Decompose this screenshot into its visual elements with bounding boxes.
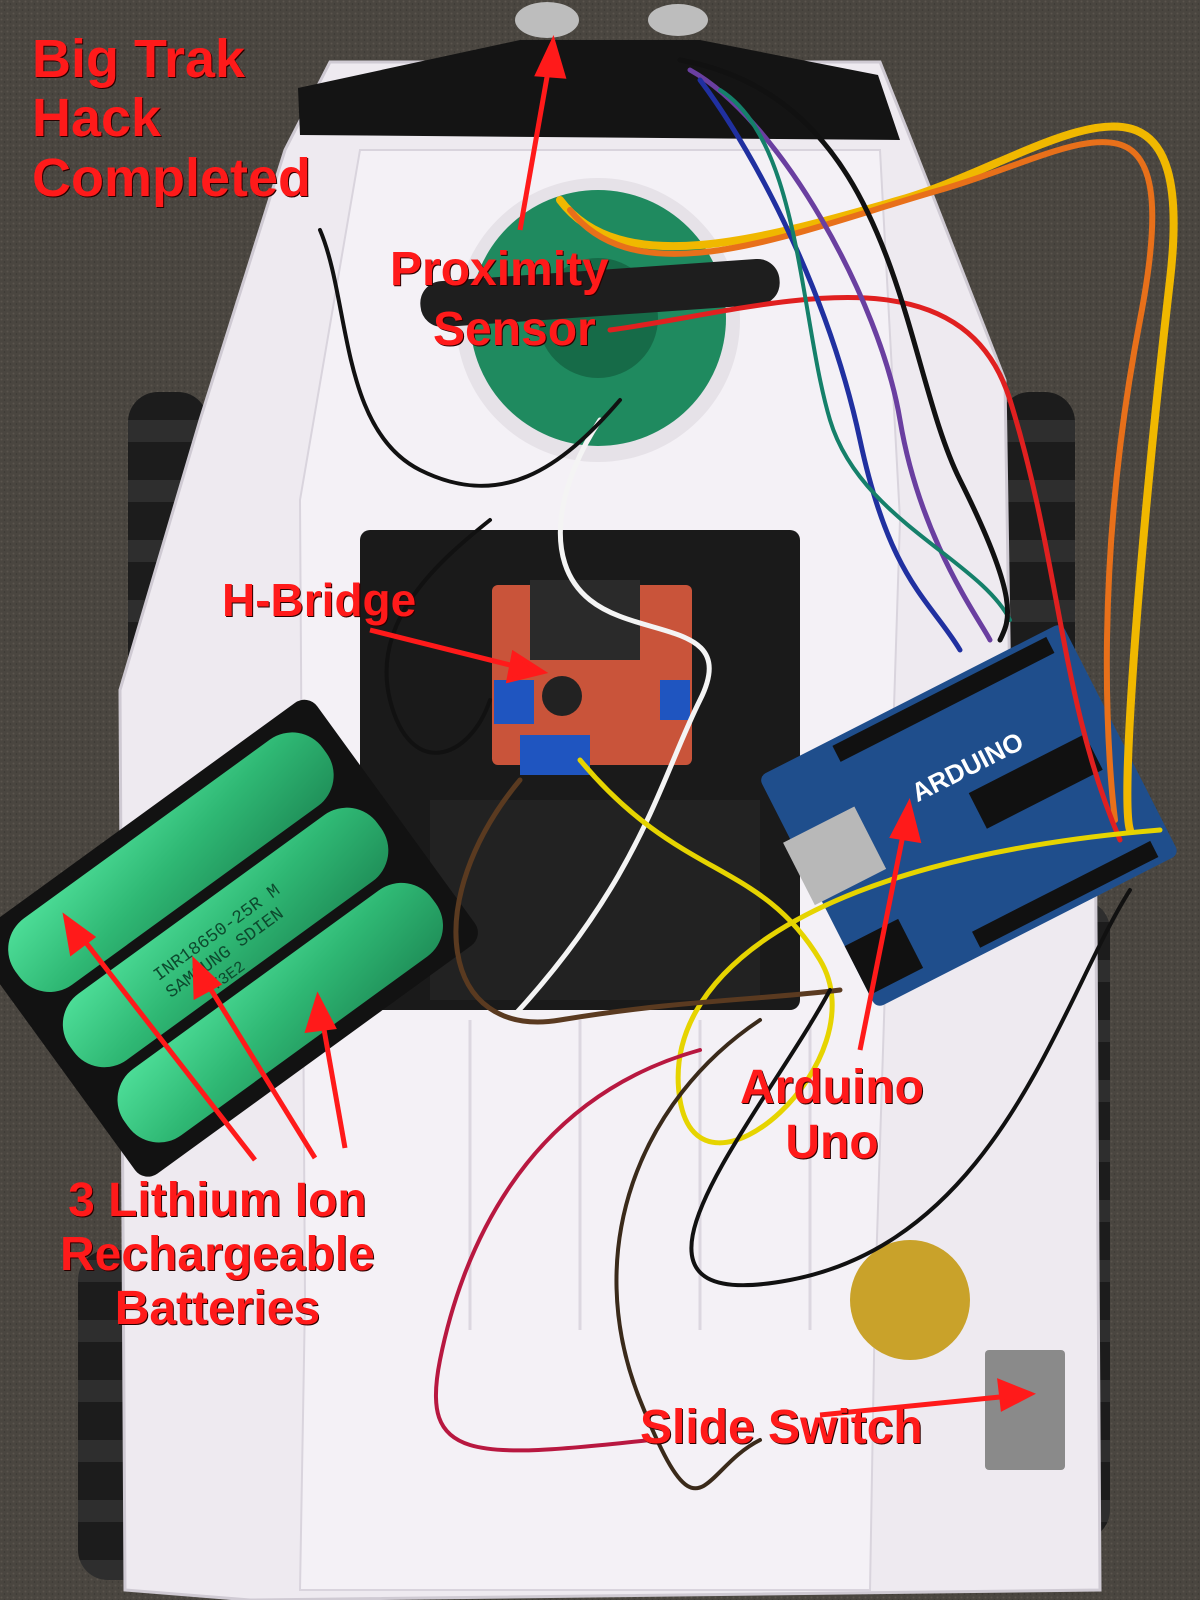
arrow-proximity — [517, 59, 553, 231]
wire-black-top — [677, 57, 1011, 643]
slide-switch — [985, 1350, 1065, 1470]
proximity-sensor-label: Proximity Sensor — [390, 240, 609, 360]
batteries-line-3: Batteries — [114, 1281, 321, 1335]
annotation-arrows — [62, 34, 1036, 1418]
arrow-switch — [819, 1393, 1011, 1418]
arrow-battery-1 — [78, 933, 257, 1162]
wire-red-top — [607, 295, 1123, 843]
title-line-3: Completed — [32, 147, 312, 208]
slide-switch-label: Slide Switch — [640, 1401, 923, 1454]
arrow-proximity-head — [534, 34, 567, 79]
arrow-battery-2 — [202, 978, 318, 1160]
arduino-label: Arduino Uno — [740, 1060, 924, 1170]
wire-orange — [567, 139, 1156, 823]
arrow-arduino — [857, 824, 908, 1051]
right-tread-top — [1000, 392, 1075, 692]
front-bumper — [298, 40, 900, 140]
arrow-battery-2-head — [192, 955, 223, 1001]
chassis-ribs — [468, 1020, 812, 1330]
arduino-line-2: Uno — [785, 1116, 879, 1170]
sensor-eye-right — [648, 4, 708, 36]
hbridge-terminal-right — [660, 680, 690, 720]
batteries-line-2: Rechargeable — [60, 1227, 375, 1281]
arduino-usb-port — [783, 806, 887, 906]
battery-cell-3 — [117, 882, 443, 1143]
batteries-line-1: 3 Lithium Ion — [68, 1174, 367, 1227]
wire-red-bottom — [433, 1048, 702, 1453]
sensor-eye-left — [515, 2, 579, 38]
arduino-line-1: Arduino — [740, 1061, 924, 1114]
hbridge-capacitor — [542, 676, 582, 716]
battery-cell-1 — [8, 732, 334, 992]
title-line-1: Big Trak — [32, 29, 246, 89]
wire-dark-bottom — [614, 1018, 762, 1491]
arrow-switch-head — [997, 1378, 1036, 1412]
arrow-battery-3-head — [304, 991, 337, 1033]
wire-purple — [687, 67, 993, 643]
arrow-hbridge-head — [505, 649, 549, 684]
wire-black-hb — [384, 518, 492, 755]
arduino-power-jack — [844, 918, 924, 996]
wire-blue — [697, 77, 963, 653]
arduino-chip — [968, 734, 1103, 829]
arduino-header-bottom — [972, 840, 1159, 948]
wire-yellow-bottom — [577, 757, 1163, 1146]
proximity-line-1: Proximity — [390, 243, 609, 296]
battery-cell-2 — [62, 807, 389, 1068]
proximity-line-2: Sensor — [433, 303, 596, 356]
arduino-header-top — [832, 636, 1055, 762]
wire-yellow-orange — [556, 122, 1178, 834]
sensor-bracket — [420, 258, 780, 328]
motor-housing-panel — [430, 800, 760, 1000]
batteries-label: 3 Lithium Ion Rechargeable Batteries — [60, 1174, 375, 1335]
title-line-2: Hack — [32, 88, 162, 149]
h-bridge-label: H-Bridge — [222, 574, 417, 626]
wire-black-bottom — [689, 888, 1132, 1288]
wire-white — [507, 417, 712, 1023]
switch-pcb — [850, 1240, 970, 1360]
hbridge-terminal-bottom — [520, 735, 590, 775]
wire-brown — [453, 777, 843, 1025]
arrow-battery-1-head — [62, 912, 97, 957]
arrow-hbridge — [369, 627, 523, 671]
arrow-battery-3 — [319, 1017, 348, 1149]
wires — [318, 57, 1178, 1491]
title-label: Big Trak Hack Completed — [32, 29, 312, 208]
arrow-arduino-head — [889, 798, 922, 844]
wire-black-left — [318, 228, 622, 488]
arduino-board — [761, 625, 1177, 1006]
hbridge-terminal-left — [494, 680, 534, 724]
wire-green — [718, 88, 1012, 622]
